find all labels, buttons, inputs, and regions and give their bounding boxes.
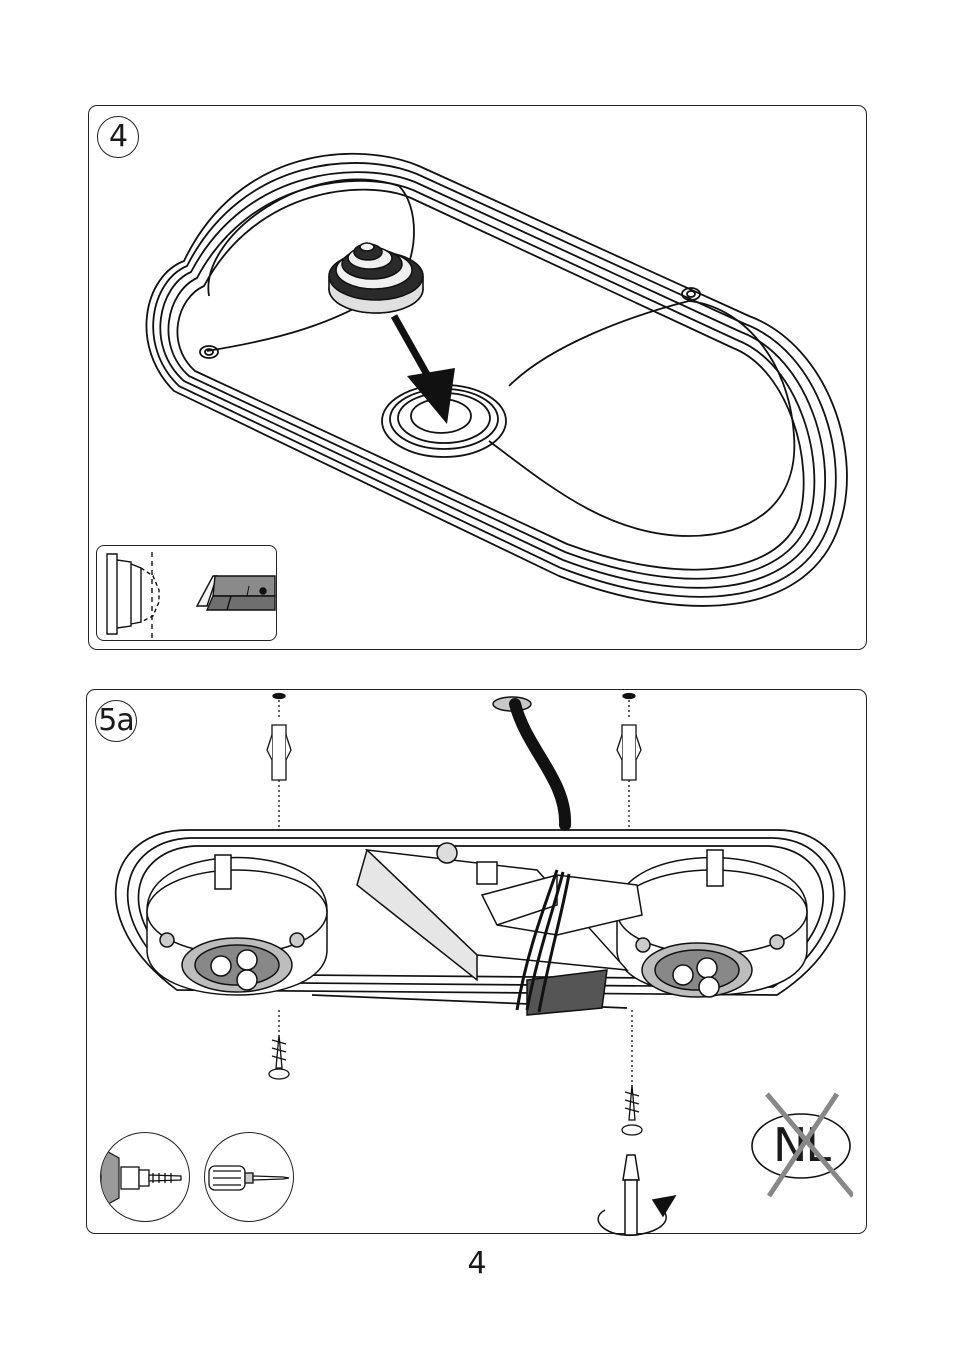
drill-icon	[101, 1133, 190, 1222]
step-5a-panel: 5a	[86, 689, 867, 1234]
screwdriver-icon	[205, 1133, 294, 1222]
cutter-inset	[96, 545, 277, 641]
step-4-panel: 4	[88, 105, 867, 650]
not-for-nl-icon: NL	[749, 1090, 853, 1200]
cutter-knife-icon	[97, 546, 278, 642]
screwdriver-tool	[204, 1132, 294, 1222]
page-number: 4	[0, 1246, 954, 1281]
drill-tool	[100, 1132, 190, 1222]
